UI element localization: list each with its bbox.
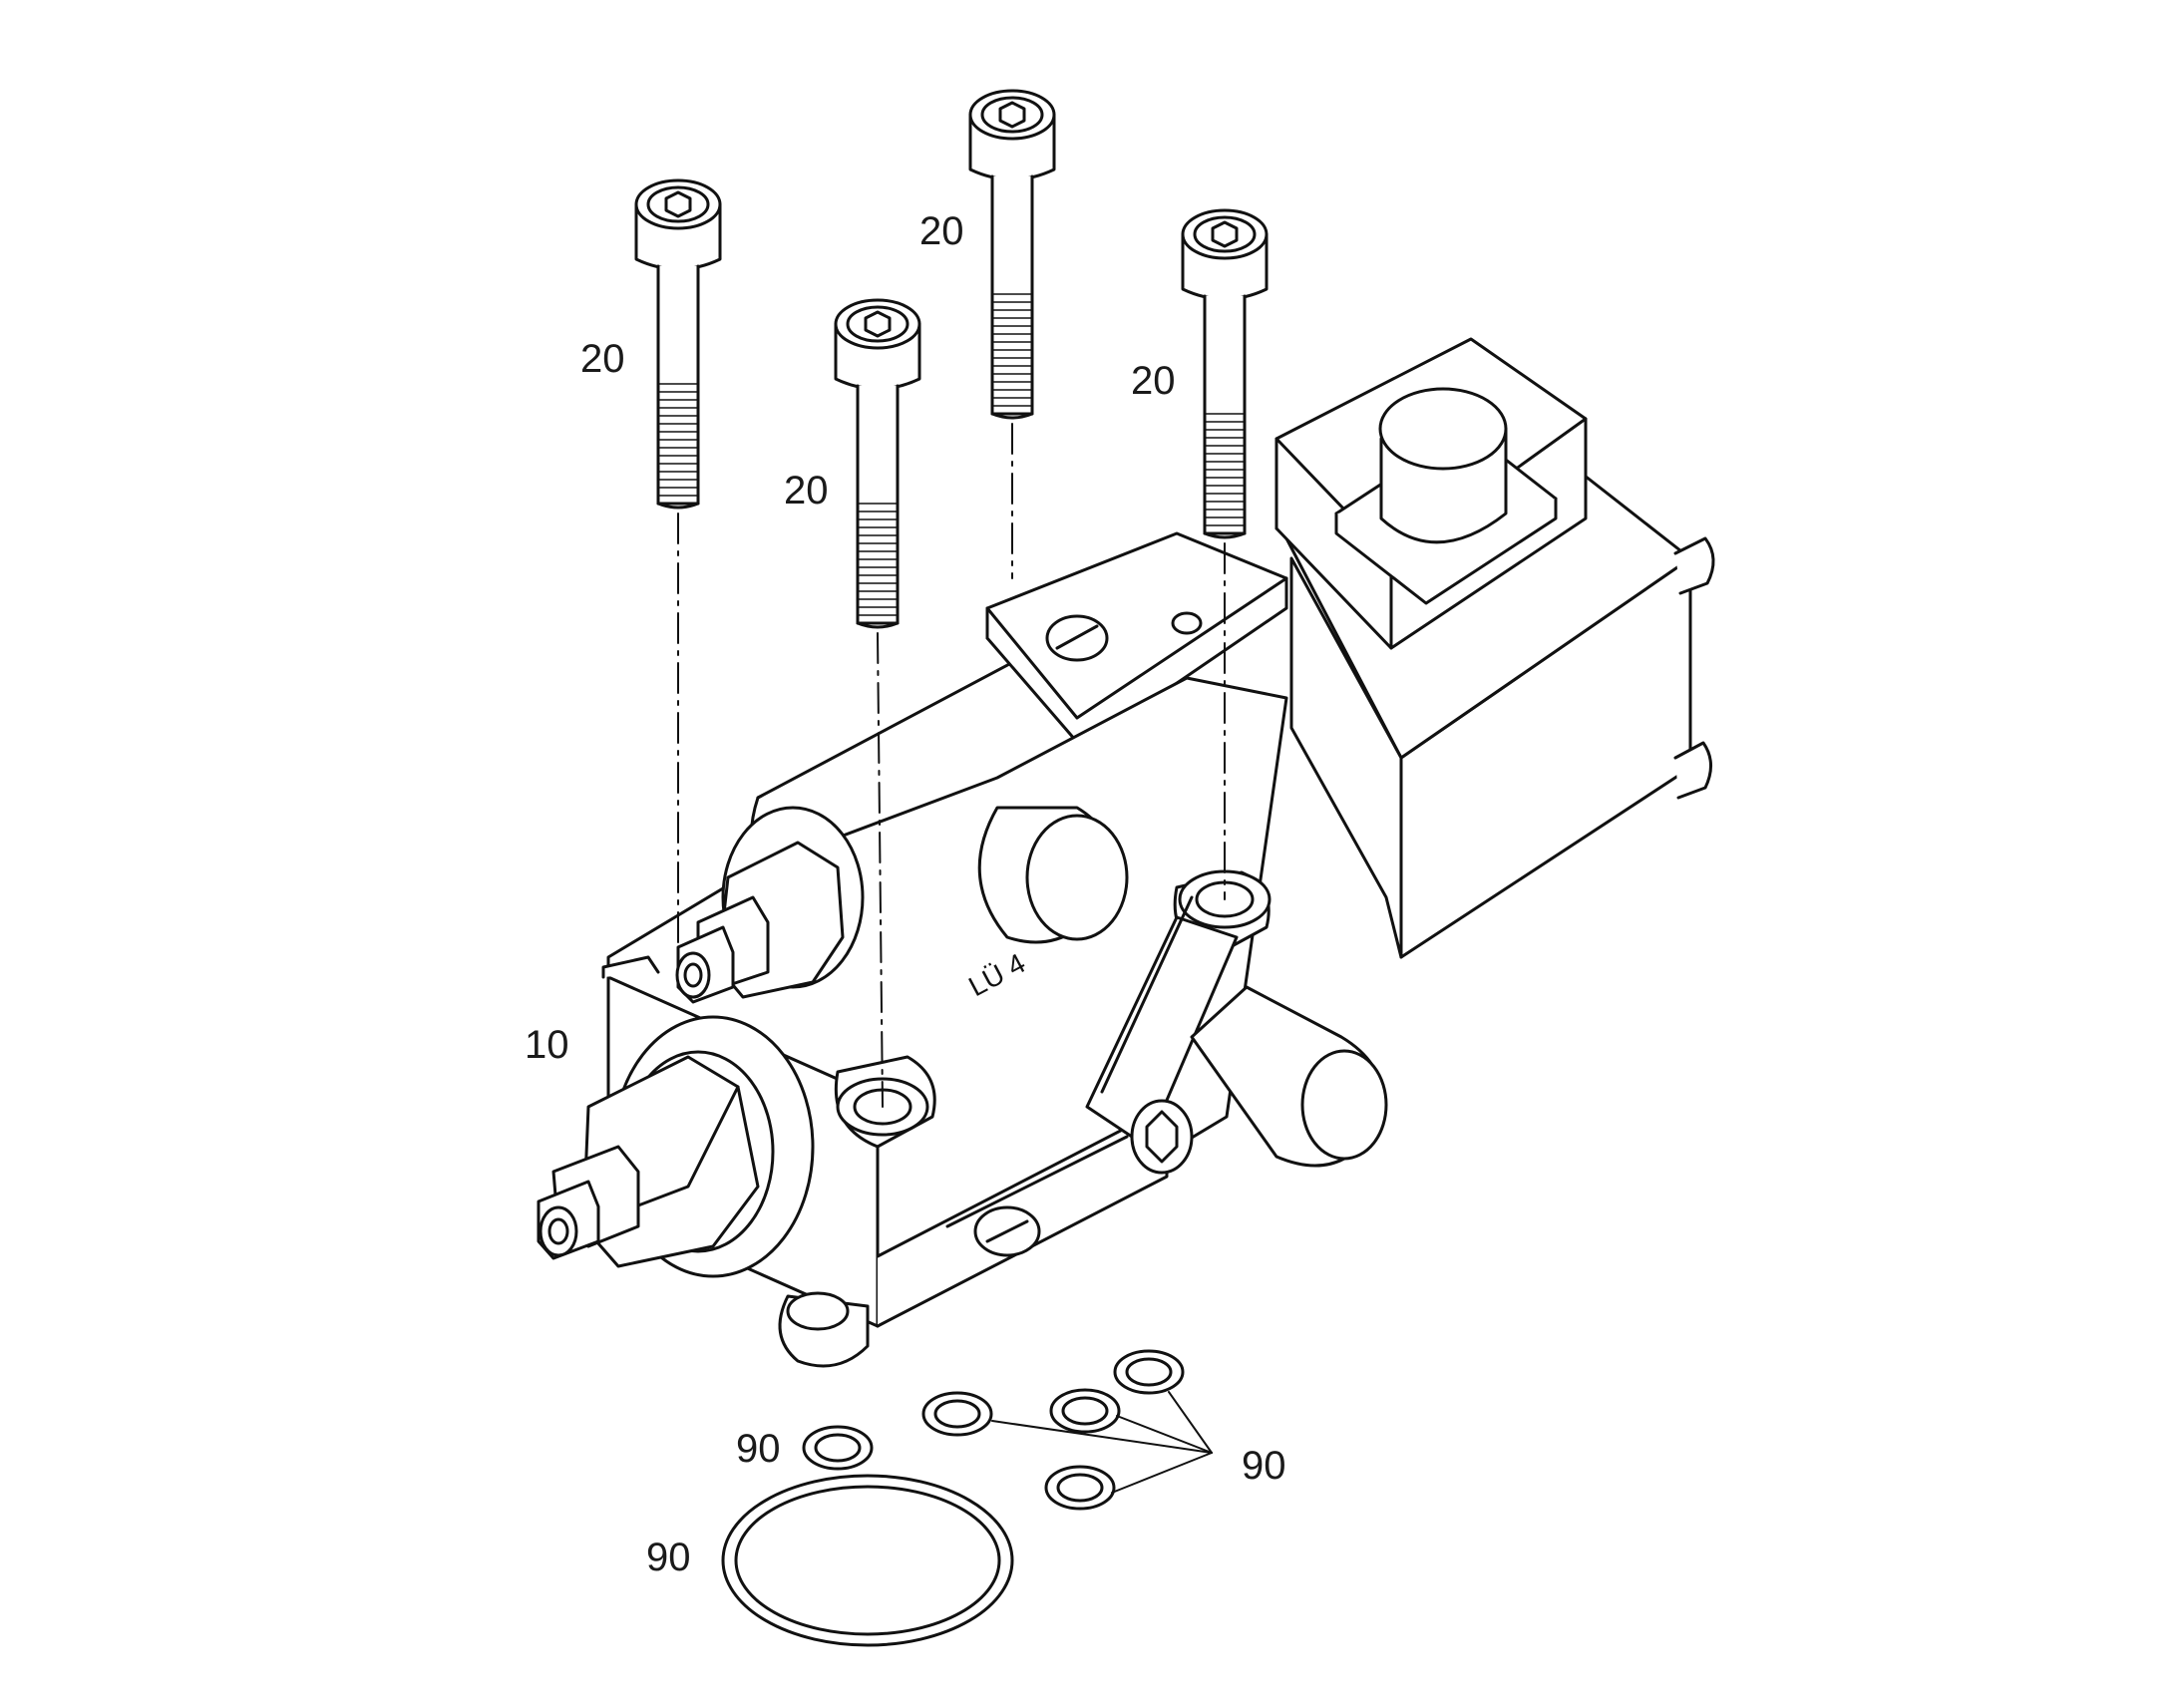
o-ring-small-2 [921,1391,993,1437]
pressure-fitting-lower [537,1015,815,1278]
bolt-2 [834,298,921,629]
solenoid-coil [1274,337,1715,959]
callout-housing: 10 [525,1023,569,1067]
callout-seal-small: 90 [736,1427,781,1471]
bolt-1 [634,178,722,510]
callout-seal-large: 90 [646,1536,691,1579]
callout-seal-group: 90 [1242,1444,1286,1488]
o-ring-small-5 [1044,1465,1116,1511]
callout-bolt-1: 20 [580,337,625,381]
leader-lines [991,1391,1213,1494]
o-ring-large [721,1474,1014,1647]
o-ring-set [721,1349,1185,1647]
o-ring-small-3 [1049,1388,1121,1434]
o-ring-small-4 [1113,1349,1185,1395]
callout-bolt-3: 20 [919,209,964,253]
callout-bolt-2: 20 [784,469,829,512]
bolt-4 [1181,208,1269,539]
o-ring-small-1 [802,1425,874,1471]
assembly-centerlines [677,423,1226,1108]
pressure-fitting-upper [601,806,865,1004]
bolt-3 [968,89,1056,420]
callout-bolt-4: 20 [1131,359,1176,403]
